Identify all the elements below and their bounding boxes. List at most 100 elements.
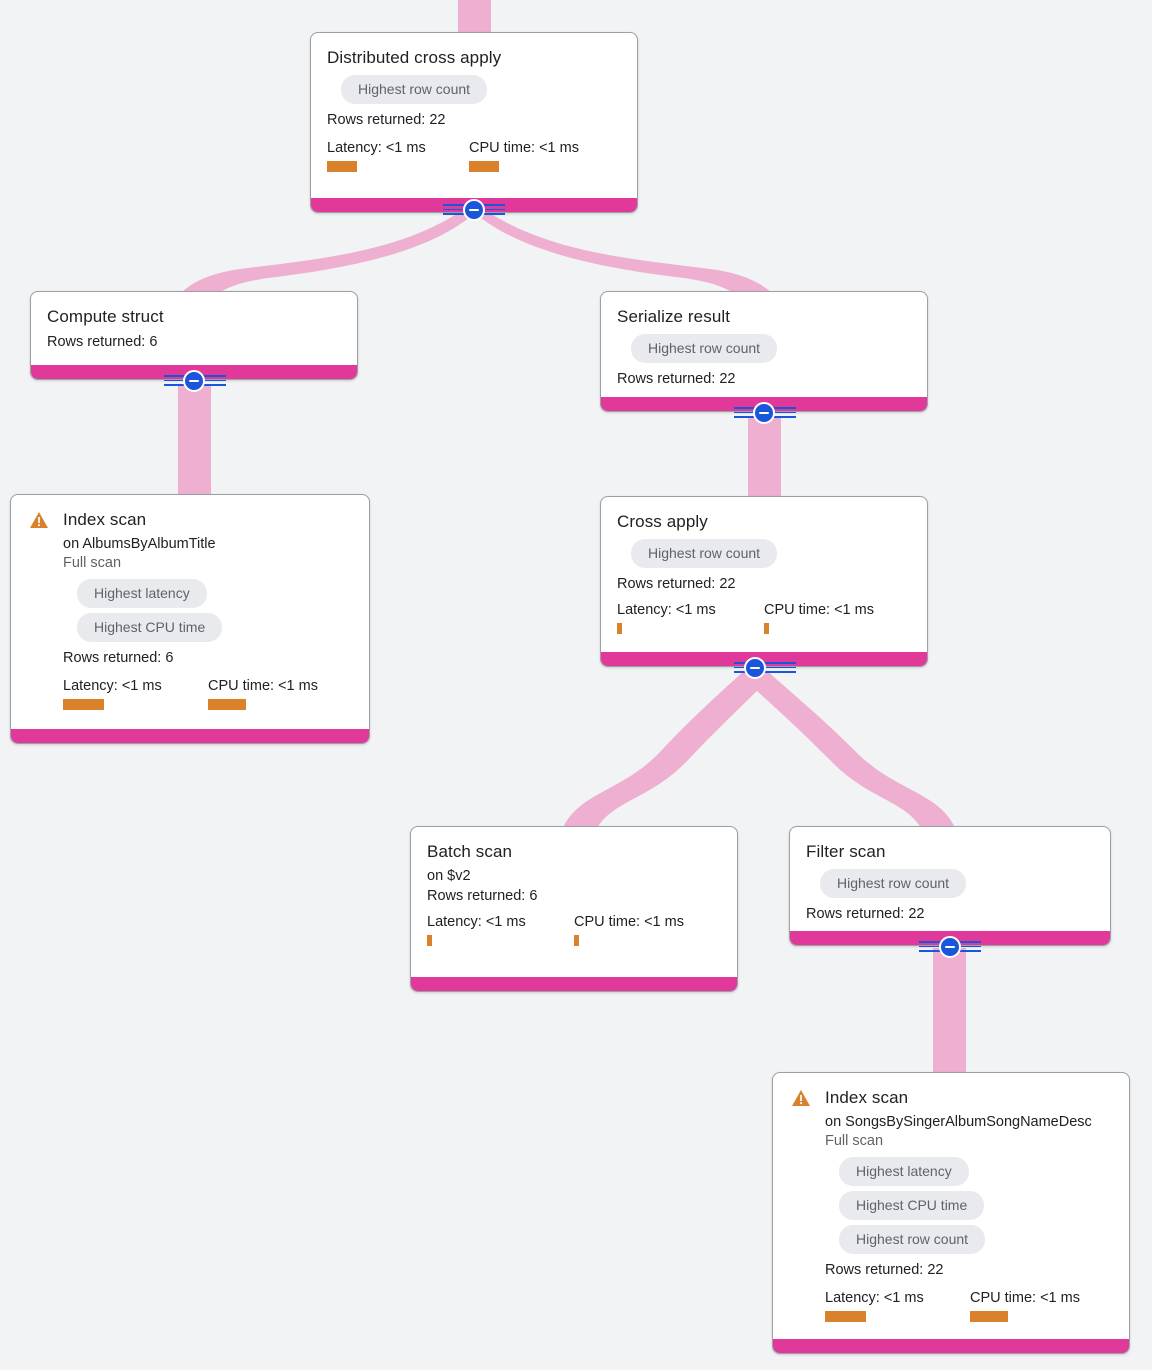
chip-list: Highest row count [327, 73, 621, 107]
node-title: Index scan [825, 1088, 909, 1107]
node-scan-type: Full scan [825, 1133, 884, 1149]
node-index-scan-songs[interactable]: Index scan on SongsBySingerAlbumSongName… [772, 1072, 1130, 1354]
node-footer-bar [773, 1339, 1129, 1353]
metric-cpu-time-label: CPU time: <1 ms [764, 602, 874, 618]
metric-cpu-time: CPU time: <1 ms [208, 677, 318, 710]
metric-cpu-time: CPU time: <1 ms [574, 913, 684, 946]
collapse-button-cross-apply[interactable] [744, 657, 766, 679]
metric-cpu-time-label: CPU time: <1 ms [469, 140, 579, 156]
metrics-row: Latency: <1 ms CPU time: <1 ms [327, 139, 621, 172]
rows-returned: Rows returned: 22 [806, 906, 925, 922]
node-subtitle: on AlbumsByAlbumTitle [63, 536, 216, 552]
chip-highest-row-count: Highest row count [631, 539, 778, 568]
metric-latency-label: Latency: <1 ms [427, 914, 526, 930]
chip-list: Highest latency Highest CPU time Highest… [825, 1155, 1113, 1257]
node-body: Index scan on SongsBySingerAlbumSongName… [773, 1073, 1129, 1334]
chip-highest-row-count: Highest row count [631, 334, 778, 363]
node-index-scan-albums[interactable]: Index scan on AlbumsByAlbumTitle Full sc… [10, 494, 370, 744]
metric-cpu-time: CPU time: <1 ms [970, 1289, 1080, 1322]
edge-root-to-compute-struct [175, 212, 474, 300]
edge-root-to-serialize-result [476, 212, 778, 300]
metric-cpu-time-bar [574, 935, 579, 946]
chip-list: Highest latency Highest CPU time [63, 577, 353, 645]
chip-highest-cpu-time: Highest CPU time [839, 1191, 985, 1220]
node-title: Distributed cross apply [327, 48, 502, 67]
node-footer-bar [411, 977, 737, 991]
metric-cpu-time-bar [208, 699, 246, 710]
node-batch-scan[interactable]: Batch scan on $v2 Rows returned: 6 Laten… [410, 826, 738, 992]
node-body: Distributed cross apply Highest row coun… [311, 33, 637, 184]
minus-icon [945, 946, 955, 948]
edge-filter-scan-to-index-scan [933, 948, 966, 1078]
chip-list: Highest row count [617, 537, 911, 571]
node-body: Compute struct Rows returned: 6 [31, 292, 357, 364]
edge-cross-apply-to-filter-scan [740, 670, 956, 830]
chip-list: Highest row count [617, 332, 911, 366]
node-footer-bar [11, 729, 369, 743]
node-body: Index scan on AlbumsByAlbumTitle Full sc… [11, 495, 369, 722]
metric-cpu-time-bar [970, 1311, 1008, 1322]
node-title: Compute struct [47, 307, 164, 326]
collapse-button-filter-scan[interactable] [939, 936, 961, 958]
metric-latency-label: Latency: <1 ms [617, 602, 716, 618]
node-body: Cross apply Highest row count Rows retur… [601, 497, 927, 646]
metric-cpu-time-bar [764, 623, 769, 634]
edge-serialize-result-to-cross-apply [748, 418, 781, 498]
node-scan-type: Full scan [63, 555, 122, 571]
rows-returned: Rows returned: 22 [617, 371, 736, 387]
metric-cpu-time-label: CPU time: <1 ms [208, 678, 318, 694]
node-title: Filter scan [806, 842, 886, 861]
metric-cpu-time: CPU time: <1 ms [469, 139, 579, 172]
metrics-row: Latency: <1 ms CPU time: <1 ms [427, 913, 721, 946]
chip-highest-row-count: Highest row count [820, 869, 967, 898]
node-title: Serialize result [617, 307, 731, 326]
node-compute-struct[interactable]: Compute struct Rows returned: 6 [30, 291, 358, 380]
rows-returned: Rows returned: 22 [327, 112, 446, 128]
metrics-row: Latency: <1 ms CPU time: <1 ms [63, 677, 353, 710]
node-cross-apply[interactable]: Cross apply Highest row count Rows retur… [600, 496, 928, 667]
node-body: Serialize result Highest row count Rows … [601, 292, 927, 401]
rows-returned: Rows returned: 6 [47, 334, 158, 350]
metric-cpu-time: CPU time: <1 ms [764, 601, 874, 634]
minus-icon [189, 380, 199, 382]
metric-cpu-time-bar [469, 161, 499, 172]
minus-icon [750, 667, 760, 669]
edge-cross-apply-to-batch-scan [562, 670, 772, 830]
rows-returned: Rows returned: 6 [63, 650, 174, 666]
edge-compute-struct-to-index-scan [178, 386, 211, 496]
metric-cpu-time-label: CPU time: <1 ms [574, 914, 684, 930]
metric-latency: Latency: <1 ms [327, 139, 469, 172]
node-subtitle: on SongsBySingerAlbumSongNameDesc [825, 1114, 1092, 1130]
metric-latency-label: Latency: <1 ms [825, 1290, 924, 1306]
warning-triangle-icon [29, 511, 49, 529]
metric-cpu-time-label: CPU time: <1 ms [970, 1290, 1080, 1306]
rows-returned: Rows returned: 22 [825, 1262, 944, 1278]
node-serialize-result[interactable]: Serialize result Highest row count Rows … [600, 291, 928, 412]
metric-latency: Latency: <1 ms [427, 913, 574, 946]
metrics-row: Latency: <1 ms CPU time: <1 ms [825, 1289, 1113, 1322]
metric-latency-bar [427, 935, 432, 946]
warning-triangle-icon [791, 1089, 811, 1107]
metrics-row: Latency: <1 ms CPU time: <1 ms [617, 601, 911, 634]
node-body: Filter scan Highest row count Rows retur… [790, 827, 1110, 936]
rows-returned: Rows returned: 6 [427, 888, 538, 904]
chip-highest-row-count: Highest row count [839, 1225, 986, 1254]
chip-list: Highest row count [806, 867, 1094, 901]
chip-highest-latency: Highest latency [77, 579, 207, 608]
metric-latency-label: Latency: <1 ms [63, 678, 162, 694]
collapse-button-distributed-cross-apply[interactable] [463, 199, 485, 221]
node-title: Batch scan [427, 842, 513, 861]
collapse-button-compute-struct[interactable] [183, 370, 205, 392]
rows-returned: Rows returned: 22 [617, 576, 736, 592]
metric-latency-bar [617, 623, 622, 634]
node-filter-scan[interactable]: Filter scan Highest row count Rows retur… [789, 826, 1111, 946]
collapse-button-serialize-result[interactable] [753, 402, 775, 424]
chip-highest-row-count: Highest row count [341, 75, 488, 104]
node-subtitle: on $v2 [427, 868, 471, 884]
chip-highest-latency: Highest latency [839, 1157, 969, 1186]
node-title: Index scan [63, 510, 147, 529]
metric-latency-bar [825, 1311, 866, 1322]
metric-latency: Latency: <1 ms [825, 1289, 970, 1322]
node-distributed-cross-apply[interactable]: Distributed cross apply Highest row coun… [310, 32, 638, 213]
